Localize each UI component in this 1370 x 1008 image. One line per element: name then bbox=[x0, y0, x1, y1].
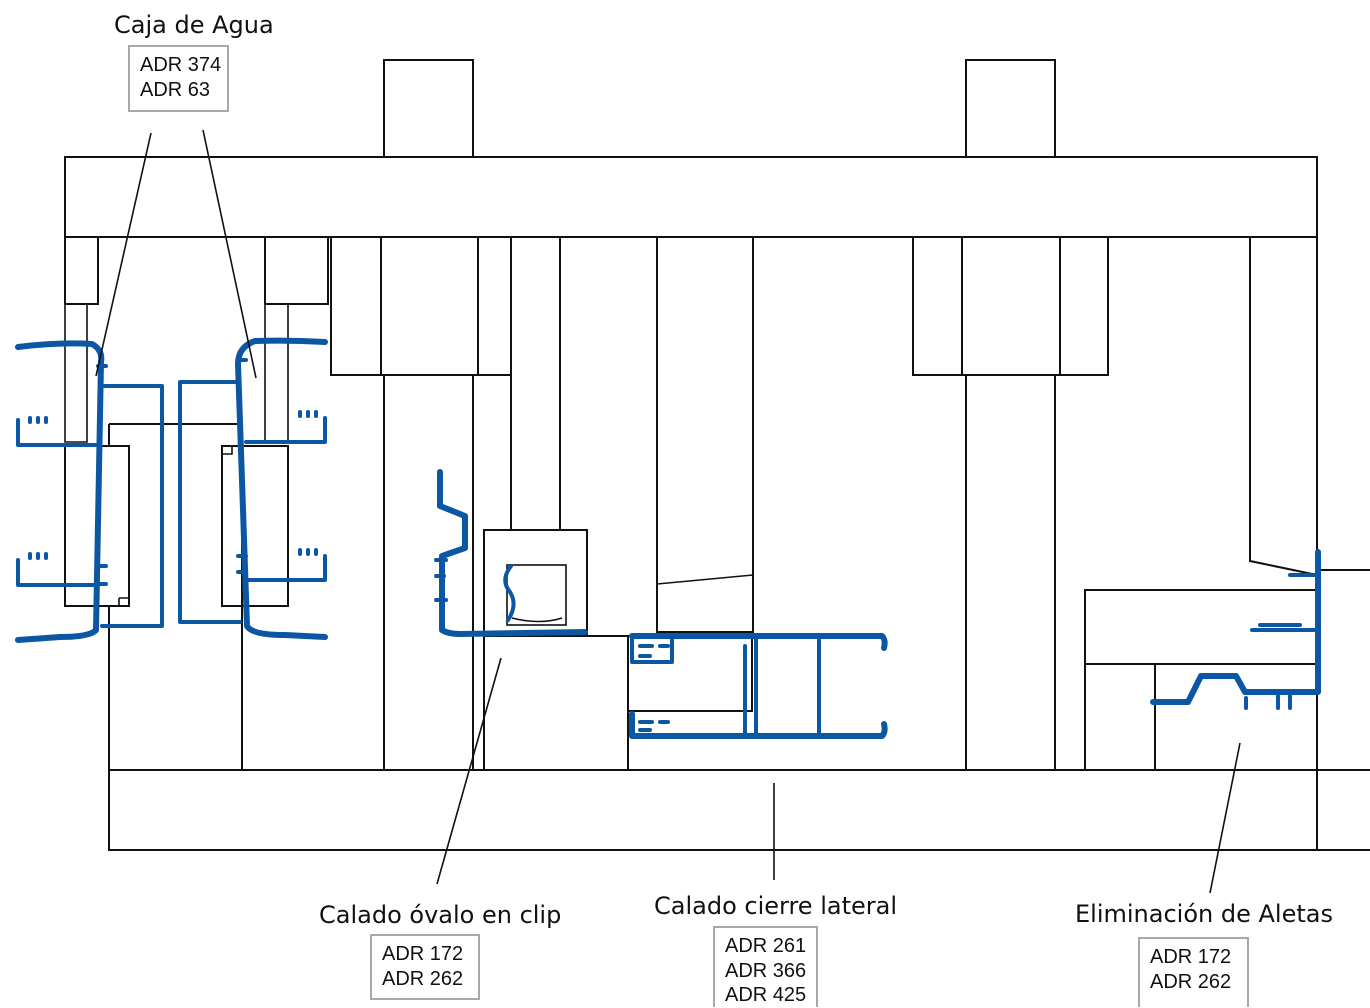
profile-left-teeth bbox=[28, 416, 48, 560]
right-upper-dividers bbox=[961, 237, 1061, 375]
oval-die-inner bbox=[506, 564, 567, 626]
oval-die-base bbox=[483, 635, 629, 770]
lateral-punch-bevel bbox=[656, 574, 754, 585]
code-line: ADR 172 bbox=[1150, 946, 1232, 968]
right-upper-block bbox=[912, 236, 1109, 376]
profile-right-teeth bbox=[298, 410, 318, 556]
bottom-beam bbox=[108, 769, 1370, 851]
left-upper-blocks bbox=[64, 237, 329, 305]
callout-ovalo-codes: ADR 172 ADR 262 bbox=[370, 934, 480, 1000]
profile-lateral-details bbox=[638, 644, 670, 732]
profile-oval-nubs bbox=[434, 558, 448, 602]
code-line: ADR 172 bbox=[382, 943, 464, 965]
profile-lateral-bottom bbox=[629, 711, 888, 739]
profile-lateral-top bbox=[629, 633, 888, 651]
callout-caja-codes: ADR 374 ADR 63 bbox=[128, 45, 229, 112]
left-punch-b bbox=[221, 445, 289, 607]
callout-cierre-title: Calado cierre lateral bbox=[654, 892, 897, 920]
oval-upper-block bbox=[330, 236, 512, 376]
profile-left-outer bbox=[15, 340, 105, 643]
callout-cierre-codes: ADR 261 ADR 366 ADR 425 bbox=[713, 926, 818, 1007]
profile-left-outer-fins bbox=[16, 418, 100, 587]
profile-right-outer bbox=[235, 337, 328, 640]
punch-details bbox=[118, 446, 233, 606]
leader-lines bbox=[95, 129, 1241, 894]
oval-upper-dividers bbox=[380, 237, 479, 375]
top-beam bbox=[64, 156, 1318, 238]
callout-aletas-codes: ADR 172 ADR 262 bbox=[1138, 937, 1249, 1007]
code-line: ADR 262 bbox=[1150, 970, 1232, 993]
oval-die-box bbox=[483, 529, 588, 637]
top-clamp-right bbox=[965, 59, 1056, 158]
profile-left-inner bbox=[100, 384, 164, 628]
callout-ovalo-title: Calado óvalo en clip bbox=[319, 901, 562, 929]
leader-caja-left bbox=[95, 132, 152, 377]
top-clamp-left bbox=[383, 59, 474, 158]
lateral-punch bbox=[656, 237, 754, 633]
leader-ovalo bbox=[436, 657, 502, 885]
profile-right-inner bbox=[178, 380, 242, 624]
fin-die bbox=[1084, 589, 1317, 770]
machine-frame bbox=[64, 59, 1370, 851]
code-line: ADR 374 bbox=[140, 54, 222, 76]
profile-fin bbox=[1150, 549, 1321, 705]
code-line: ADR 262 bbox=[382, 967, 464, 990]
code-line: ADR 261 bbox=[725, 935, 807, 957]
callout-aletas-title: Eliminación de Aletas bbox=[1075, 900, 1333, 928]
profile-lateral-walls bbox=[630, 634, 821, 738]
oval-punch bbox=[510, 237, 561, 530]
profile-fin-lips bbox=[1250, 573, 1318, 632]
code-line: ADR 425 bbox=[725, 984, 807, 1006]
oval-columns bbox=[383, 375, 474, 770]
leader-caja-right bbox=[202, 129, 257, 379]
profile-oval-hook bbox=[503, 564, 516, 622]
code-line: ADR 63 bbox=[140, 78, 211, 101]
profile-right-outer-fins bbox=[244, 416, 327, 582]
callout-caja-title: Caja de Agua bbox=[114, 11, 274, 39]
profile-fin-nubs bbox=[1244, 694, 1292, 710]
profile-oval-clip bbox=[437, 469, 588, 637]
profile-left-nubs bbox=[96, 364, 108, 586]
leader-aletas bbox=[1209, 742, 1241, 894]
code-line: ADR 366 bbox=[725, 959, 807, 982]
oval-shape bbox=[511, 617, 563, 623]
right-columns bbox=[965, 375, 1056, 770]
aluminum-profiles bbox=[15, 337, 1321, 739]
profile-right-nubs bbox=[236, 358, 248, 574]
